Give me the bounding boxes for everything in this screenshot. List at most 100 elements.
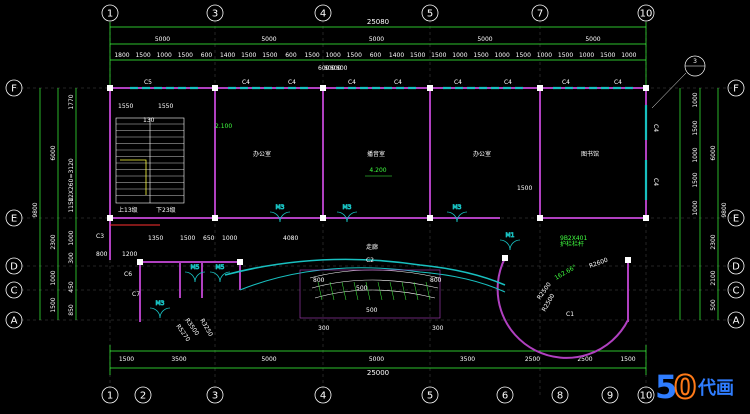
column: [427, 215, 433, 221]
watermark-logo: 5 0 代画: [655, 367, 734, 407]
svg-text:M3: M3: [276, 204, 285, 211]
window-label-top: C4: [288, 79, 296, 86]
left-outer-dimension: 9800: [32, 202, 39, 217]
right-mid-label: 2100: [710, 270, 717, 285]
entrance-dim: 300: [432, 325, 444, 332]
top-detail-label: 1000: [621, 52, 636, 59]
left-detail-label: 850: [68, 304, 75, 316]
stair-width-1: 1550: [118, 103, 133, 110]
axis-bubble-top-3: 3: [206, 4, 224, 22]
top-detail-label: 1500: [473, 52, 488, 59]
top-detail-label: 1500: [410, 52, 425, 59]
top-detail-label: 1500: [431, 52, 446, 59]
bottom-span-label: 5000: [261, 356, 276, 363]
axis-bubble-right-A: A: [727, 311, 745, 329]
axis-bubble-bottom-6-label: 6: [502, 391, 508, 402]
axis-bubble-top-1: 1: [101, 4, 119, 22]
room-label-2: 播音室: [367, 150, 385, 158]
window-label-right: C4: [652, 178, 659, 186]
axis-bubble-bottom-3: 3: [206, 386, 224, 404]
axis-bubble-left-A-label: A: [11, 316, 18, 327]
top-span-label: 5000: [477, 36, 492, 43]
stair-dim: 130: [143, 117, 155, 124]
top-small-label: 600: [318, 65, 330, 72]
window-markings: [130, 86, 648, 293]
bottom-span-label: 1500: [620, 356, 635, 363]
axis-bubble-top-5: 5: [421, 4, 439, 22]
axis-bubble-bottom-6: 6: [496, 386, 514, 404]
top-detail-label: 1000: [452, 52, 467, 59]
entrance-dim: 800: [430, 277, 442, 284]
left-detail-label: 300: [68, 252, 75, 264]
axis-bubble-bottom-9: 9: [601, 386, 619, 404]
axis-bubble-right-D-label: D: [732, 262, 740, 273]
dim-1500: 1500: [517, 185, 532, 192]
stair-up-label: 上13级: [118, 206, 138, 214]
bottom-span-label: 2500: [577, 356, 592, 363]
stair-arrow: [120, 159, 147, 195]
axis-bubble-top-4: 4: [314, 4, 332, 22]
top-detail-label: 600: [285, 52, 297, 59]
svg-text:M1: M1: [506, 232, 515, 239]
stair-width-2: 1550: [158, 103, 173, 110]
room-label-3: 办公室: [473, 150, 491, 158]
svg-text:0: 0: [674, 368, 696, 406]
column: [625, 257, 631, 263]
top-detail-label: 1500: [262, 52, 277, 59]
side-dimension-chains: [39, 88, 719, 320]
top-detail-label: 1500: [304, 52, 319, 59]
window-label-top: C4: [242, 79, 250, 86]
left-detail-label: 12X260=3120: [68, 158, 75, 202]
dim-1500b: 1500: [180, 235, 195, 242]
axis-bubble-bottom-1: 1: [101, 386, 119, 404]
top-detail-label: 1500: [135, 52, 150, 59]
door-m3: M3: [269, 204, 291, 223]
right-detail-label: 1000: [692, 92, 699, 107]
axis-bubble-left-E-label: E: [11, 214, 17, 225]
top-detail-label: 1500: [347, 52, 362, 59]
column: [502, 255, 508, 261]
bottom-total-dimension: 25000: [367, 369, 389, 377]
dim-1200: 1200: [122, 251, 137, 258]
column: [237, 259, 243, 265]
axis-bubble-right-C-label: C: [733, 286, 740, 297]
left-mid-label: 6000: [50, 145, 57, 160]
top-detail-label: 1000: [495, 52, 510, 59]
door-m5: M5: [209, 264, 231, 283]
entrance-step-rails: [317, 281, 431, 301]
top-detail-label: 1500: [558, 52, 573, 59]
stair-treads: [116, 123, 184, 196]
bottom-span-label: 2500: [525, 356, 540, 363]
top-total-dimension: 25080: [367, 18, 389, 26]
left-mid-label: 1000: [50, 270, 57, 285]
axis-bubble-right-F-label: F: [733, 84, 739, 95]
svg-text:M3: M3: [343, 204, 352, 211]
svg-text:M3: M3: [156, 300, 165, 307]
top-small-label: 600: [336, 65, 348, 72]
axis-bubble-left-F-label: F: [11, 84, 17, 95]
window-label-top: C4: [394, 79, 402, 86]
entrance-dim: 500: [356, 285, 368, 292]
axis-bubble-bottom-4: 4: [314, 386, 332, 404]
axis-bubble-left-D-label: D: [10, 262, 18, 273]
dim-650: 650: [203, 235, 215, 242]
top-detail-label: 1000: [537, 52, 552, 59]
top-detail-label: 1400: [389, 52, 404, 59]
right-mid-label: 500: [710, 299, 717, 311]
top-detail-label: 1500: [516, 52, 531, 59]
left-mid-label: 2300: [50, 234, 57, 249]
top-detail-label: 1500: [241, 52, 256, 59]
axis-bubble-top-3-label: 3: [212, 9, 218, 20]
window-label-top: C4: [348, 79, 356, 86]
top-detail-label: 600: [201, 52, 213, 59]
svg-text:5: 5: [655, 368, 677, 406]
column: [320, 85, 326, 91]
dim-1000: 1000: [222, 235, 237, 242]
level-mark: 4.200: [369, 167, 386, 174]
axis-bubble-left-C-label: C: [11, 286, 18, 297]
top-span-label: 5000: [369, 36, 384, 43]
svg-text:M5: M5: [216, 264, 225, 271]
window-c7: C7: [132, 291, 140, 298]
